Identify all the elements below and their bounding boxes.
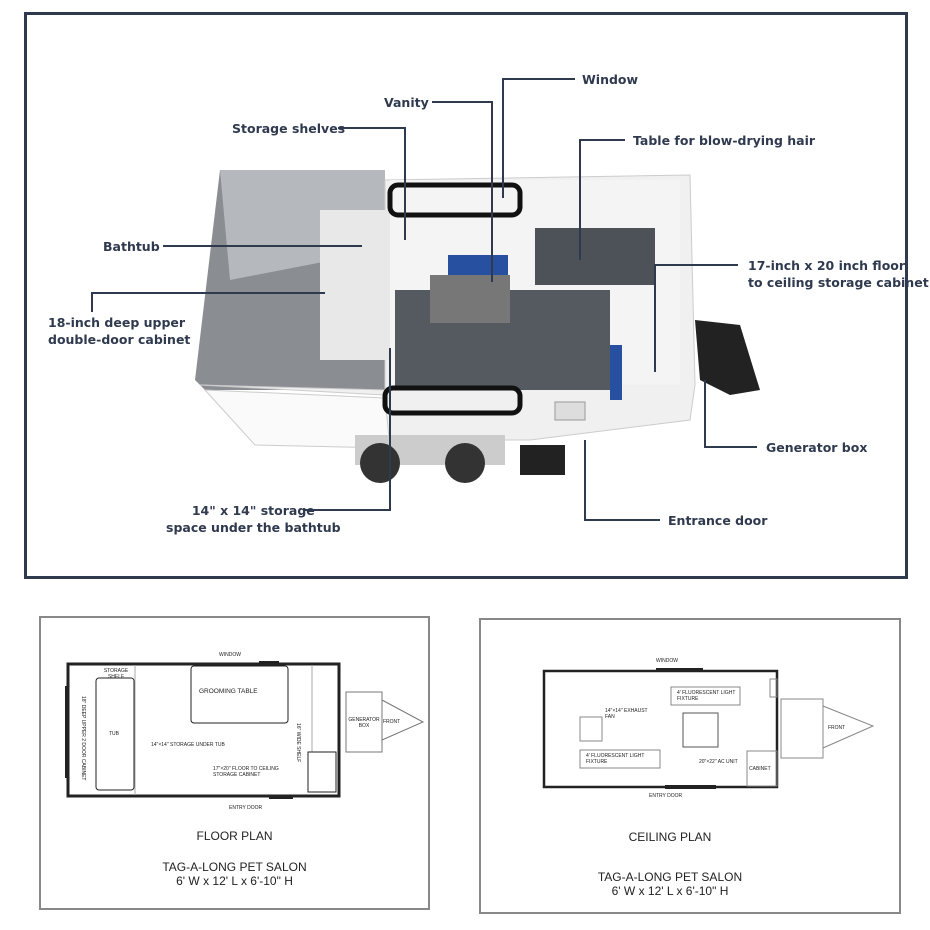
fp-window-label: WINDOW bbox=[219, 652, 241, 658]
label-window: Window bbox=[582, 72, 639, 87]
hero-panel bbox=[24, 12, 908, 579]
ceiling-plan-panel: WINDOW 4' FLUORESCENT LIGHT FIXTURE 14"×… bbox=[479, 618, 901, 914]
label-upper-cabinet: 18-inch deep upper double-door cabinet bbox=[48, 314, 190, 348]
label-line: to ceiling storage cabinet bbox=[748, 275, 929, 290]
cp-front-label: FRONT bbox=[828, 725, 846, 731]
label-entrance: Entrance door bbox=[668, 513, 768, 528]
fp-front-label: FRONT bbox=[383, 719, 401, 725]
cp-window-label: WINDOW bbox=[656, 658, 678, 664]
wheel bbox=[445, 443, 485, 483]
cp-cabinet-label: CABINET bbox=[749, 766, 771, 772]
fp-upper-cabinet-label: 18" DEEP UPPER 2 DOOR CABINET bbox=[80, 696, 86, 781]
cp-exhaust-label: 14"×14" EXHAUST FAN bbox=[605, 708, 648, 720]
cp-name: TAG-A-LONG PET SALON bbox=[597, 870, 743, 884]
label-storage-shelves: Storage shelves bbox=[232, 121, 346, 136]
label-line: double-door cabinet bbox=[48, 332, 191, 347]
wheel bbox=[360, 443, 400, 483]
fp-dims: 6' W x 12' L x 6'-10" H bbox=[176, 874, 293, 888]
ceiling-plan-drawing bbox=[542, 668, 875, 789]
label-table: Table for blow-drying hair bbox=[633, 133, 816, 148]
label-line: 17-inch x 20 inch floor bbox=[748, 258, 906, 273]
grooming-table bbox=[430, 275, 510, 323]
trailer-illustration bbox=[91, 78, 760, 521]
label-under-tub: 14" x 14" storage space under the bathtub bbox=[166, 502, 341, 536]
cp-title: CEILING PLAN bbox=[628, 830, 712, 844]
hitch bbox=[695, 320, 760, 395]
fp-name: TAG-A-LONG PET SALON bbox=[162, 860, 307, 874]
fp-tub-label: TUB bbox=[109, 731, 119, 737]
fp-entry-door-label: ENTRY DOOR bbox=[229, 805, 263, 811]
cp-dims: 6' W x 12' L x 6'-10" H bbox=[611, 884, 729, 898]
fp-generator-label: GENERATOR BOX bbox=[348, 717, 380, 729]
floor-plan-panel: WINDOW STORAGE SHELF GROOMING TABLE 16" … bbox=[39, 616, 430, 910]
blow-dry-table bbox=[535, 228, 655, 285]
label-floor-cabinet: 17-inch x 20 inch floor to ceiling storag… bbox=[748, 257, 929, 291]
label-bathtub: Bathtub bbox=[103, 239, 160, 254]
fp-storage-shelf-label: STORAGE SHELF bbox=[103, 668, 129, 680]
label-line: 18-inch deep upper bbox=[48, 315, 186, 330]
fp-floor-cabinet-label: 17"×20" FLOOR TO CEILING STORAGE CABINET bbox=[213, 766, 279, 778]
cp-light-1-label: 4' FLUORESCENT LIGHT FIXTURE bbox=[677, 690, 736, 702]
cp-entry-door-label: ENTRY DOOR bbox=[649, 793, 683, 799]
label-vanity: Vanity bbox=[384, 95, 429, 110]
floor-plan-drawing bbox=[65, 661, 425, 799]
bathtub-area bbox=[320, 210, 390, 360]
fp-grooming-table-label: GROOMING TABLE bbox=[199, 688, 258, 695]
label-line: space under the bathtub bbox=[166, 520, 341, 535]
fp-title: FLOOR PLAN bbox=[196, 829, 273, 843]
window bbox=[387, 182, 523, 218]
fp-under-tub-label: 14"×14" STORAGE UNDER TUB bbox=[151, 742, 225, 748]
fp-wide-shelf-label: 16" WIDE SHELF bbox=[295, 723, 301, 763]
label-generator: Generator box bbox=[766, 440, 868, 455]
cp-ac-label: 20"×22" AC UNIT bbox=[699, 759, 738, 765]
label-line: 14" x 14" storage bbox=[191, 503, 315, 518]
cp-light-2-label: 4' FLUORESCENT LIGHT FIXTURE bbox=[586, 753, 645, 765]
